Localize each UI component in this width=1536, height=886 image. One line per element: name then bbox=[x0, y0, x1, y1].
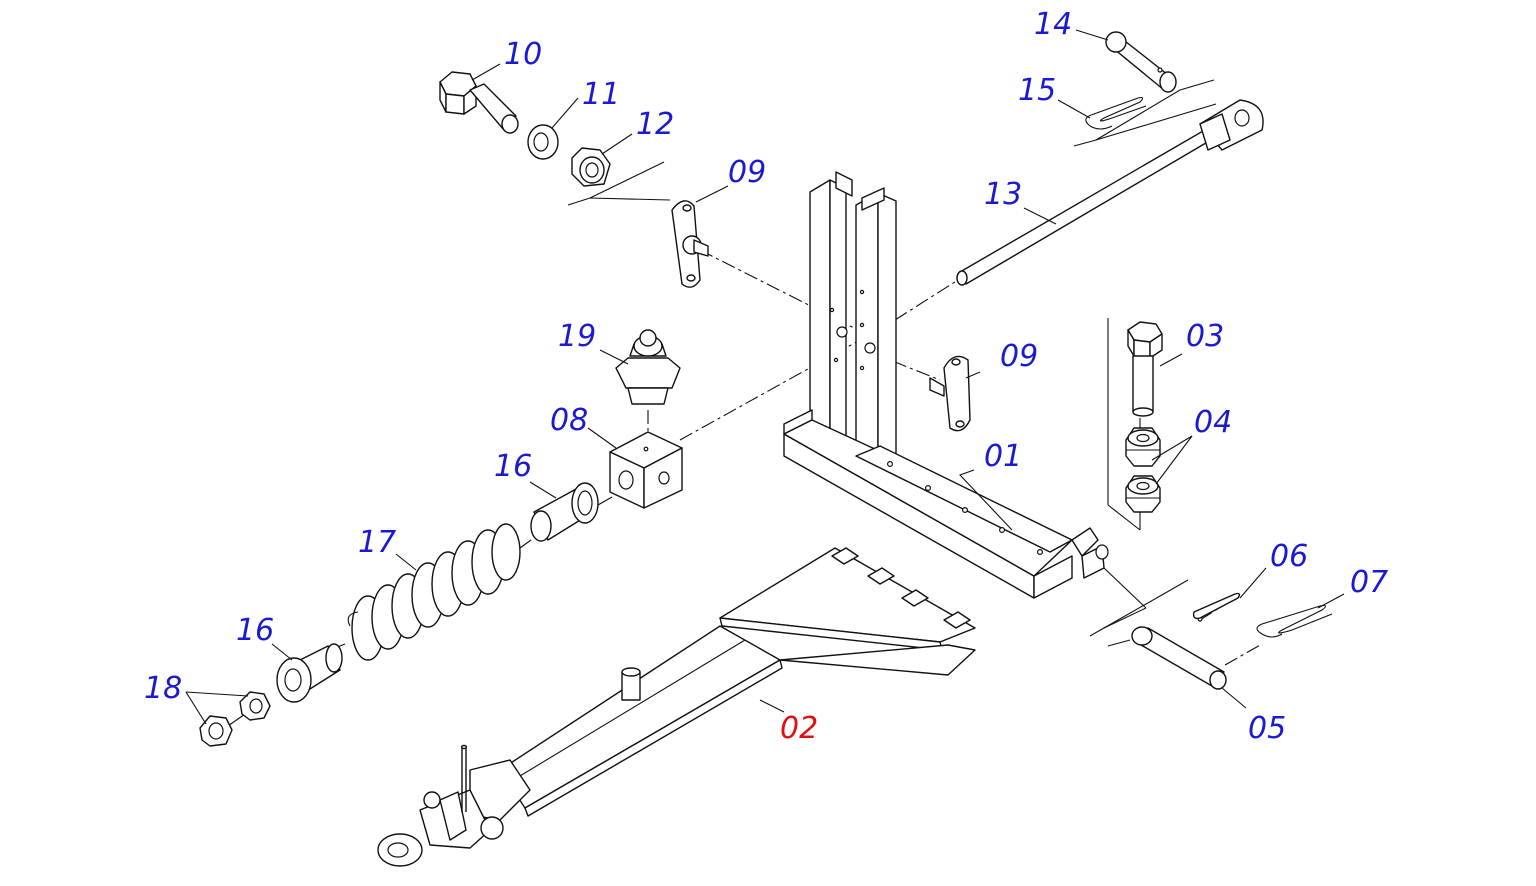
assembly-center-lines bbox=[224, 249, 1263, 729]
callout-03: 03 bbox=[1186, 319, 1224, 354]
callout-09-lower: 09 bbox=[1000, 339, 1038, 374]
callout-16-upper: 16 bbox=[494, 449, 532, 484]
callout-06: 06 bbox=[1270, 539, 1308, 574]
callout-17: 17 bbox=[358, 525, 396, 560]
grease-fitting-19 bbox=[615, 329, 681, 405]
callout-10: 10 bbox=[504, 37, 542, 72]
bushing-16-lower bbox=[276, 643, 343, 703]
nut-18-outer bbox=[199, 715, 233, 747]
washer-11 bbox=[527, 124, 559, 160]
callout-15: 15 bbox=[1018, 73, 1056, 108]
pin-05 bbox=[1131, 616, 1227, 690]
callout-07: 07 bbox=[1350, 565, 1388, 600]
callouts: 01 02 03 04 05 06 07 08 09 09 10 11 12 1… bbox=[144, 7, 1388, 746]
assembly-reference-lines bbox=[567, 79, 1217, 647]
lock-nut-04-lower bbox=[1125, 475, 1161, 513]
bolt-03 bbox=[1127, 321, 1163, 417]
spring-17 bbox=[347, 523, 521, 661]
callout-16-lower: 16 bbox=[236, 613, 274, 648]
callout-19: 19 bbox=[558, 319, 596, 354]
callout-04: 04 bbox=[1194, 405, 1232, 440]
leader-lines bbox=[185, 29, 1345, 725]
rod-13 bbox=[956, 99, 1264, 286]
callout-02: 02 bbox=[780, 711, 818, 746]
nut-18-inner bbox=[239, 691, 271, 721]
link-plate-09-upper bbox=[671, 200, 709, 288]
cotter-pin-06 bbox=[1192, 592, 1241, 620]
callout-12: 12 bbox=[636, 107, 674, 142]
callout-14: 14 bbox=[1034, 7, 1072, 42]
callout-08: 08 bbox=[550, 403, 588, 438]
spring-clip-07 bbox=[1256, 604, 1333, 638]
nut-12 bbox=[571, 147, 611, 187]
callout-18: 18 bbox=[144, 671, 182, 706]
link-plate-09-lower bbox=[929, 355, 971, 432]
callout-11: 11 bbox=[582, 77, 620, 112]
callout-01: 01 bbox=[984, 439, 1022, 474]
callout-09-upper: 09 bbox=[728, 155, 766, 190]
callout-13: 13 bbox=[984, 177, 1022, 212]
bushing-16-upper bbox=[530, 482, 599, 542]
lock-nut-04-upper bbox=[1125, 427, 1161, 467]
bolt-10 bbox=[439, 71, 519, 134]
callout-05: 05 bbox=[1248, 711, 1286, 746]
mounting-frame bbox=[783, 171, 1109, 599]
clip-15 bbox=[1085, 96, 1147, 130]
pin-14 bbox=[1105, 31, 1177, 93]
drawbar bbox=[377, 547, 976, 867]
block-08 bbox=[609, 431, 683, 509]
